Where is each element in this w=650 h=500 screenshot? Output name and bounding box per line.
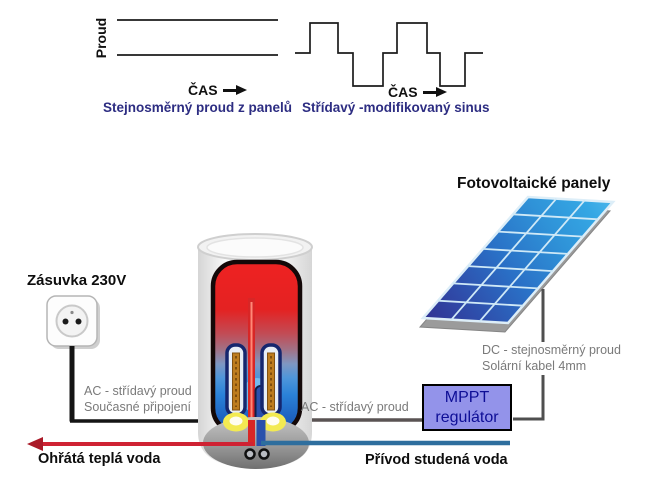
dc-cable-line [513, 289, 545, 421]
dc-cable-label: DC - stejnosměrný proud Solární kabel 4m… [480, 342, 623, 375]
time-label-text: ČAS [188, 82, 218, 98]
socket-hole-right [75, 318, 82, 325]
drain-fittings [244, 448, 270, 460]
arrow-head [435, 87, 447, 97]
arrow-stem [422, 90, 436, 94]
arrow-head [235, 85, 247, 95]
dc-cable-label-line2: Solární kabel 4mm [482, 359, 587, 374]
element-glow-right [260, 412, 286, 432]
socket-cable-label-line2: Současné připojení [84, 400, 192, 415]
socket-hole-left [62, 318, 69, 325]
dc-waveform-caption: Stejnosměrný proud z panelů [103, 100, 293, 115]
waveform-dc-graph [117, 19, 278, 56]
heating-element-left [225, 343, 247, 417]
dc-time-axis-label: ČAS [188, 82, 247, 98]
element-glow-left [223, 412, 249, 432]
waveform-y-axis-label: Proud [93, 17, 109, 59]
hot-water-line [27, 437, 253, 451]
pv-panel-graphic [418, 195, 616, 333]
waveform-ac-graph [295, 22, 483, 87]
heating-element-right [260, 343, 282, 417]
mppt-box-line1: MPPT [444, 388, 490, 406]
hot-water-label: Ohřátá teplá voda [38, 451, 161, 467]
ac-time-axis-label: ČAS [388, 84, 447, 100]
pv-panel-face [420, 195, 616, 325]
dc-cable-label-line1: DC - stejnosměrný proud [482, 343, 621, 357]
pv-panel-grid [437, 198, 599, 322]
socket-cable-label: AC - střídavý proud Současné připojení [84, 383, 192, 416]
right-arrow-icon [222, 85, 247, 95]
time-label-text: ČAS [388, 84, 418, 100]
arrowhead-hot-water [27, 437, 43, 451]
mppt-regulator-box: MPPT regulátor [422, 384, 512, 431]
right-arrow-icon [422, 87, 447, 97]
mppt-box-line2: regulátor [435, 408, 499, 426]
cold-water-label: Přívod studená voda [365, 452, 508, 468]
arrow-stem [222, 88, 236, 92]
socket-label: Zásuvka 230V [27, 272, 127, 289]
mppt-cable-label: AC - střídavý proud [301, 400, 409, 414]
ac-waveform-caption: Střídavý -modifikovaný sinus [302, 100, 490, 115]
socket-pin-mark [70, 310, 74, 315]
pv-panel-title: Fotovoltaické panely [457, 175, 611, 192]
boiler-graphic [197, 233, 313, 469]
socket-cable-label-line1: AC - střídavý proud [84, 384, 192, 398]
socket-graphic [46, 295, 100, 349]
